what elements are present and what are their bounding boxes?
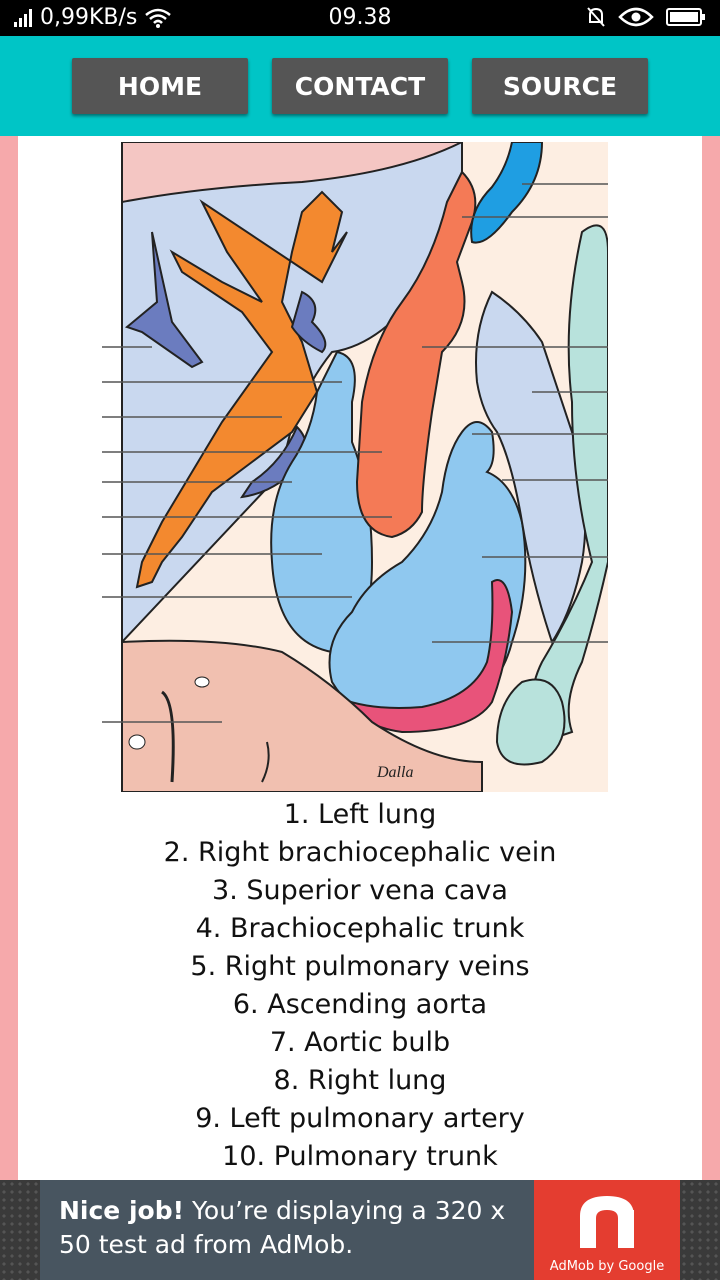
top-nav: HOME CONTACT SOURCE (0, 36, 720, 136)
legend-item: 3. Superior vena cava (212, 875, 508, 906)
legend-item: 10. Pulmonary trunk (222, 1141, 498, 1172)
ad-headline: Nice job! (59, 1196, 185, 1225)
legend-item: 4. Brachiocephalic trunk (195, 913, 525, 944)
legend-item: 5. Right pulmonary veins (190, 951, 530, 982)
admob-brand: AdMob by Google (549, 1259, 665, 1274)
diagram-illustration (121, 142, 608, 792)
status-right (586, 6, 706, 28)
legend-item: 7. Aortic bulb (269, 1027, 451, 1058)
admob-logo[interactable]: AdMob by Google (534, 1180, 680, 1280)
legend-item: 1. Left lung (283, 799, 437, 830)
admob-icon (580, 1196, 634, 1248)
home-button[interactable]: HOME (72, 58, 248, 114)
eye-icon (618, 7, 654, 27)
status-bar: 0,99KB/s 09.38 (0, 0, 720, 36)
anatomy-diagram: 1 2 3 4 5 6 7 8 9 10 11 12 13 14 15 16 1… (102, 142, 608, 792)
leader-lines (102, 183, 608, 723)
mute-icon (587, 7, 605, 27)
clock: 09.38 (328, 5, 392, 30)
source-button[interactable]: SOURCE (472, 58, 648, 114)
ad-body: You’re displaying a 320 x 50 test ad fro… (59, 1196, 506, 1259)
legend-list: 1. Left lung 2. Right brachiocephalic ve… (18, 796, 702, 1176)
legend-item: 8. Right lung (273, 1065, 447, 1096)
ad-container: Nice job! You’re displaying a 320 x 50 t… (0, 1180, 720, 1280)
network-speed: 0,99KB/s (40, 5, 138, 30)
content-panel[interactable]: 1 2 3 4 5 6 7 8 9 10 11 12 13 14 15 16 1… (18, 136, 702, 1180)
legend-item: 9. Left pulmonary artery (195, 1103, 525, 1134)
legend-item: 2. Right brachiocephalic vein (163, 837, 557, 868)
signal-icon (14, 8, 32, 27)
diagram-signature: Dalla (376, 764, 413, 781)
contact-button[interactable]: CONTACT (272, 58, 448, 114)
status-left: 0,99KB/s (14, 5, 172, 30)
ad-text: Nice job! You’re displaying a 320 x 50 t… (59, 1194, 539, 1262)
legend-item: 6. Ascending aorta (232, 989, 488, 1020)
wifi-icon (145, 8, 172, 28)
ad-banner[interactable]: Nice job! You’re displaying a 320 x 50 t… (40, 1180, 680, 1280)
battery-icon (666, 8, 705, 26)
